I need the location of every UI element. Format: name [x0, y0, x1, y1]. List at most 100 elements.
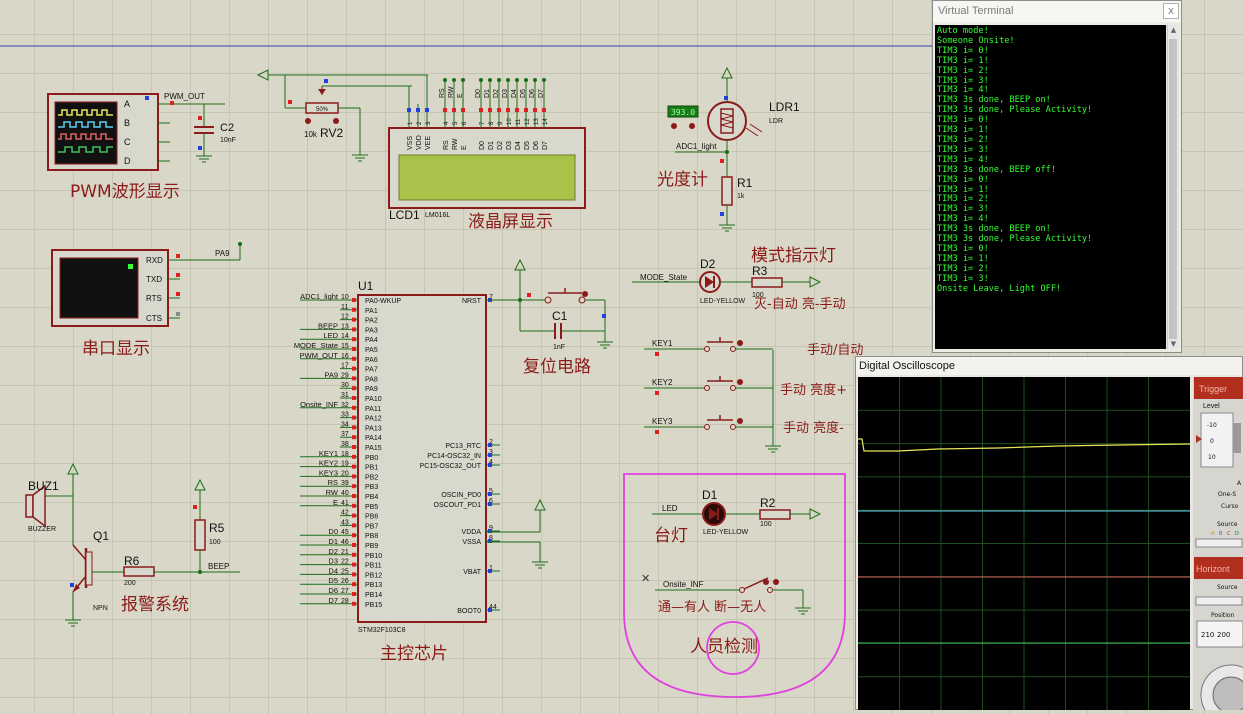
presence-block-label: 人员检测 [690, 637, 758, 657]
mcu-pin-number: 2 [489, 439, 493, 446]
source-c[interactable]: C [1227, 531, 1231, 537]
lcd-pin-number: 3 [426, 121, 432, 125]
lcd-net-label: D6 [529, 89, 536, 98]
pwm-out-net: PWM_OUT [164, 92, 205, 101]
key-switch-1[interactable]: KEY1 [644, 337, 773, 356]
q1-transistor[interactable] [72, 544, 93, 593]
mcu-pin-number: 33 [341, 412, 349, 419]
virtual-terminal-window[interactable]: Virtual Terminal x Auto mode! Someone On… [932, 0, 1182, 353]
lcd-pin-number: 10 [507, 118, 513, 125]
mcu-pin-number: 11 [341, 304, 348, 311]
scroll-up-icon[interactable]: ▲ [1170, 26, 1177, 34]
d1-led[interactable] [702, 502, 726, 526]
scope-pin-c: C [124, 137, 131, 147]
key-switch-3[interactable]: KEY3 [644, 415, 773, 434]
manual-auto-label: 手动/自动 [807, 343, 863, 358]
buzzer-ref: BUZ1 [28, 479, 59, 493]
source2-slider[interactable] [1195, 596, 1243, 606]
mcu-pin-name: PA15 [365, 445, 382, 452]
r2-value: 100 [760, 521, 772, 528]
r6-value: 200 [124, 580, 136, 587]
lcd-net-label: RW [448, 86, 455, 98]
mcu-pin-name: PA2 [365, 318, 378, 325]
mcu-net-label: BEEP [318, 321, 338, 330]
mcu-net-label: PA9 [324, 370, 338, 379]
mcu-pin-number: 17 [341, 363, 349, 370]
lcd-net-label: D7 [538, 89, 545, 98]
source-a[interactable]: A [1211, 531, 1215, 537]
mcu-pin-name: PA8 [365, 376, 378, 383]
source-d[interactable]: D [1235, 531, 1239, 537]
mcu-pin-name: PA0-WKUP [365, 298, 401, 305]
mcu-pin-name: BOOT0 [457, 608, 481, 615]
mcu-pin-number: 42 [341, 510, 349, 517]
mcu-pin-number: 22 [341, 559, 349, 566]
mcu-net-label: E [333, 498, 338, 507]
r5-value: 100 [209, 539, 221, 546]
mcu-block-label: 主控芯片 [380, 644, 448, 664]
key-switch-2[interactable]: KEY2 [644, 376, 773, 395]
mcu-pin-number: 5 [489, 488, 493, 495]
rv2-value: 10k [304, 130, 318, 139]
beep-net: BEEP [208, 562, 229, 571]
d1-ref: D1 [702, 488, 718, 502]
mcu-component[interactable]: 10PA0-WKUPADC1_light11PA112PA213PA3BEEP1… [294, 292, 500, 623]
lcd-pin-number: 8 [489, 121, 495, 125]
d2-led[interactable] [699, 271, 721, 293]
source-slider[interactable] [1195, 538, 1243, 548]
oscilloscope-title: Digital Oscilloscope [859, 360, 955, 372]
lcd-component[interactable]: VSS1VDD2VEE3RS4RSRW5RWE6ED07D0D18D1D29D2… [388, 75, 586, 209]
mcu-pin-name: PB4 [365, 494, 378, 501]
virtual-terminal-titlebar[interactable]: Virtual Terminal [933, 1, 1181, 22]
mcu-net-label: KEY3 [319, 468, 338, 477]
terminal-scrollbar[interactable]: ▲ ▼ [1167, 25, 1179, 349]
alarm-block-label: 报警系统 [121, 595, 189, 615]
mcu-pin-name: PA14 [365, 435, 382, 442]
rv2-ref: RV2 [320, 126, 343, 140]
level-tick-high: 10 [1208, 454, 1216, 461]
adc-light-net: ADC1_light [676, 142, 717, 151]
mcu-net-label: D5 [328, 576, 338, 585]
oscilloscope-titlebar[interactable]: Digital Oscilloscope [856, 357, 1242, 375]
mcu-pin-name: PB0 [365, 455, 378, 462]
pwm-scope-component[interactable]: A B C D [47, 93, 176, 171]
digital-oscilloscope-window[interactable]: Digital Oscilloscope Trigger Level -10 0… [855, 356, 1243, 714]
key-net-label: KEY3 [652, 417, 673, 426]
level-marker-icon[interactable] [1196, 435, 1202, 443]
lcd-pin-number: 13 [534, 118, 540, 125]
ldr-component[interactable]: 393.0 [667, 101, 763, 141]
lcd-pin-name: RS [443, 140, 450, 150]
mcu-pin-number: 30 [341, 382, 349, 389]
terminal-output[interactable]: Auto mode! Someone Onsite! TIM3 i= 0! TI… [935, 25, 1166, 349]
mcu-net-label: ADC1_light [300, 292, 339, 301]
uart-pin-rts: RTS [146, 294, 162, 303]
source-b[interactable]: B [1219, 531, 1223, 537]
lcd-pin-name: D0 [479, 141, 486, 150]
presence-switch[interactable] [739, 577, 780, 593]
level-label: Level [1203, 403, 1220, 410]
buzzer-component[interactable] [25, 484, 46, 528]
mcu-pin-number: 39 [341, 480, 349, 487]
scroll-thumb[interactable] [1169, 39, 1177, 339]
mcu-pin-number: 7 [489, 294, 493, 301]
level-slider[interactable] [1233, 423, 1241, 453]
lcd-pin-number: 12 [525, 118, 531, 125]
serial-terminal-component[interactable]: RXD TXD RTS CTS [51, 249, 240, 327]
mcu-net-label: D4 [328, 566, 338, 575]
mcu-pin-number: 18 [341, 451, 349, 458]
oscilloscope-screen[interactable] [858, 377, 1190, 710]
mcu-pin-name: PB6 [365, 514, 378, 521]
q1-type: NPN [93, 605, 108, 612]
selection-handle[interactable] [706, 621, 760, 675]
trigger-label: Trigger [1199, 384, 1227, 394]
led-net: LED [662, 504, 678, 513]
scroll-down-icon[interactable]: ▼ [1170, 340, 1177, 348]
lcd-pin-number: 11 [516, 118, 522, 125]
cursor-label: Curso [1221, 503, 1239, 510]
mcu-net-label: D6 [328, 586, 338, 595]
reset-block-label: 复位电路 [523, 357, 591, 377]
close-icon[interactable]: x [1163, 3, 1179, 19]
lcd-block-label: 液晶屏显示 [468, 212, 553, 232]
mcu-pin-name: PC14-OSC32_IN [427, 453, 481, 460]
